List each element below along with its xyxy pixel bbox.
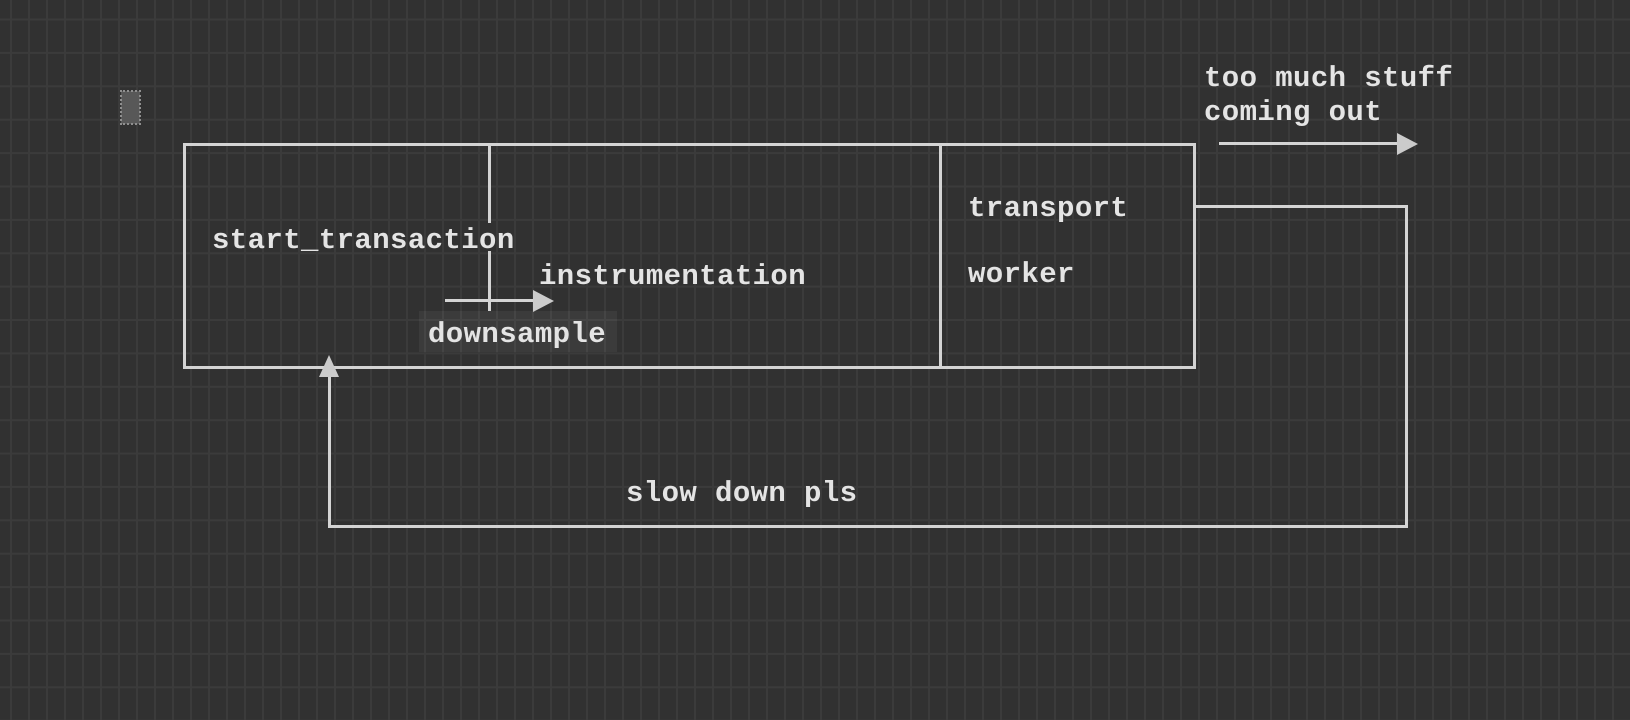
transport-section-divider-line[interactable] [939,143,942,369]
feedback-loop-arrow-head-icon [319,355,339,377]
slow-down-pls-label[interactable]: slow down pls [626,477,858,510]
worker-label[interactable]: worker [968,258,1075,291]
downsample-label[interactable]: downsample [428,318,607,351]
output-arrow-line[interactable] [1219,142,1399,145]
downsample-label-highlight [419,311,617,352]
too-much-stuff-label-line2[interactable]: coming out [1204,96,1383,129]
pipeline-box[interactable] [183,143,1196,369]
too-much-stuff-label-line1[interactable]: too much stuff [1204,62,1454,95]
start-transaction-divider-line-lower[interactable] [488,251,491,311]
feedback-loop-left-line[interactable] [328,376,331,528]
start-transaction-divider-line-upper[interactable] [488,143,491,223]
downsample-arrow-line[interactable] [445,299,535,302]
feedback-loop-bottom-line[interactable] [328,525,1408,528]
output-arrow-head-icon [1397,133,1418,155]
feedback-loop-top-line[interactable] [1196,205,1408,208]
instrumentation-label[interactable]: instrumentation [539,260,807,293]
feedback-loop-right-line[interactable] [1405,205,1408,528]
transport-label[interactable]: transport [968,192,1129,225]
start-transaction-label[interactable]: start_transaction [212,224,515,257]
downsample-arrow-head-icon [533,290,554,312]
text-cursor-block[interactable] [120,90,141,125]
